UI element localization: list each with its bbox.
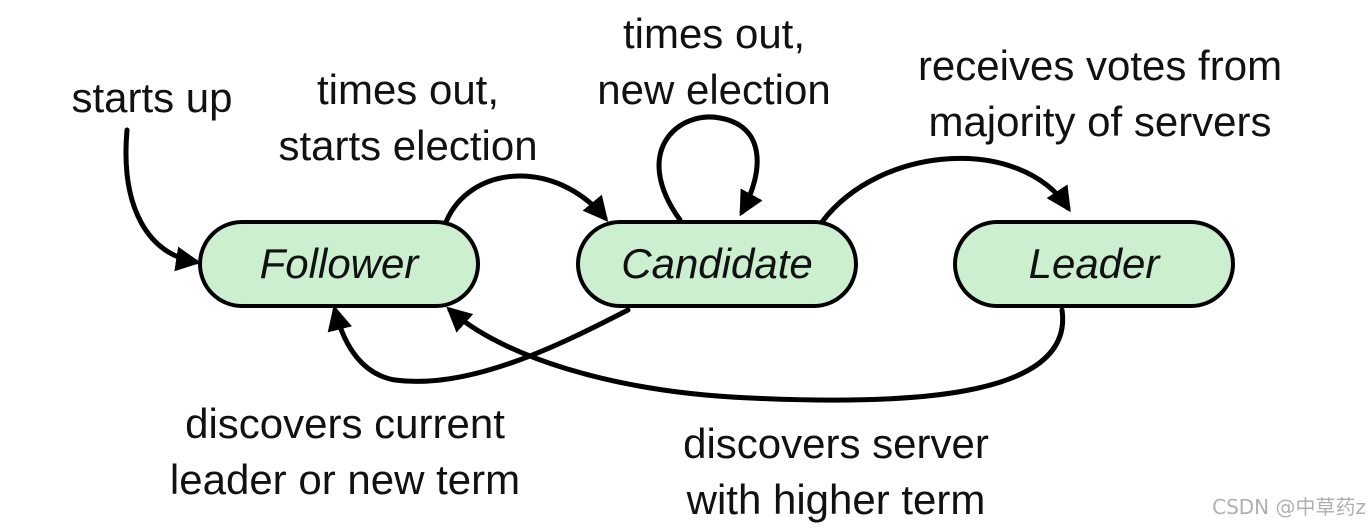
state-follower: Follower [198,220,480,308]
state-candidate: Candidate [576,220,858,308]
candidate-to-follower-label-line1: discovers current [185,400,505,447]
leader-to-follower-label-line1: discovers server [683,420,989,467]
state-leader: Leader [953,220,1235,308]
candidate-to-leader-label-line2: majority of servers [928,98,1271,145]
candidate-self-loop-label-line2: new election [597,66,830,113]
leader-label: Leader [1029,240,1162,287]
starts-up-label: starts up [71,74,232,121]
follower-to-candidate-label-line1: times out, [317,66,499,113]
follower-label: Follower [260,240,421,287]
candidate-self-loop-arrow [656,114,763,223]
candidate-to-leader-label-line1: receives votes from [918,42,1282,89]
leader-node-shape [953,220,1235,308]
candidate-node-shape [576,220,858,308]
candidate-to-follower-label-line2: leader or new term [170,456,520,503]
follower-node-shape [198,220,480,308]
candidate-to-follower-arrow [327,305,631,384]
leader-to-follower-arrow [446,306,1066,403]
follower-to-candidate-arrow [443,173,609,225]
starts-up-arrow [123,127,201,272]
candidate-to-leader-arrow [819,155,1071,225]
candidate-label: Candidate [621,240,812,287]
follower-to-candidate-label-line2: starts election [278,122,537,169]
leader-to-follower-label-line2: with higher term [686,476,986,523]
watermark-text: CSDN @中草药z [1212,495,1366,519]
candidate-self-loop-label-line1: times out, [623,10,805,57]
